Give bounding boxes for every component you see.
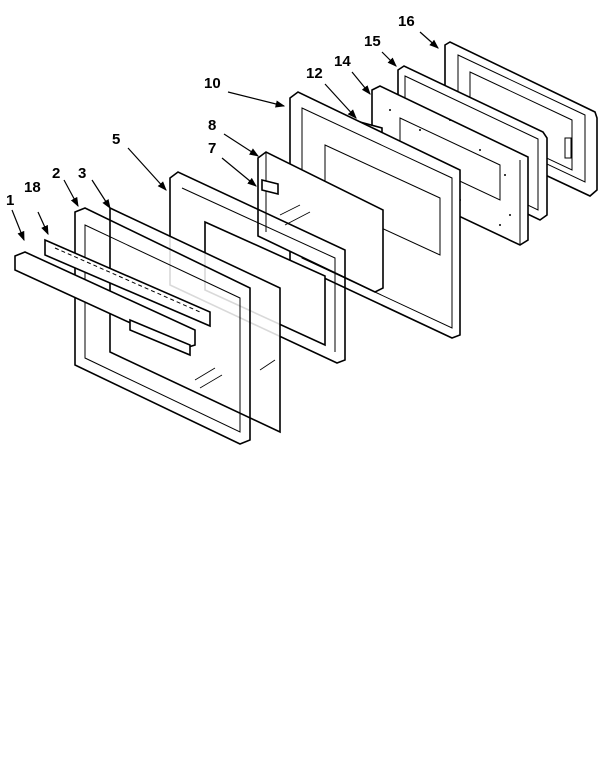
callout-5: 5 bbox=[112, 131, 120, 148]
callout-8: 8 bbox=[208, 117, 216, 134]
callout-16: 16 bbox=[398, 13, 415, 30]
callout-15: 15 bbox=[364, 33, 381, 50]
callout-1: 1 bbox=[6, 192, 14, 209]
part-18-vent-strip bbox=[44, 238, 211, 328]
callout-3: 3 bbox=[78, 165, 86, 182]
part-7-clip bbox=[261, 178, 279, 196]
part-1-handle bbox=[14, 251, 196, 357]
callout-12: 12 bbox=[306, 65, 323, 82]
callout-7: 7 bbox=[208, 140, 216, 157]
part-2-door-frame bbox=[74, 207, 251, 445]
leader-lines bbox=[11, 31, 439, 242]
callout-2: 2 bbox=[52, 165, 60, 182]
part-8-glass-pack bbox=[257, 151, 384, 293]
callout-14: 14 bbox=[334, 53, 351, 70]
callout-10: 10 bbox=[204, 75, 221, 92]
callout-18: 18 bbox=[24, 179, 41, 196]
